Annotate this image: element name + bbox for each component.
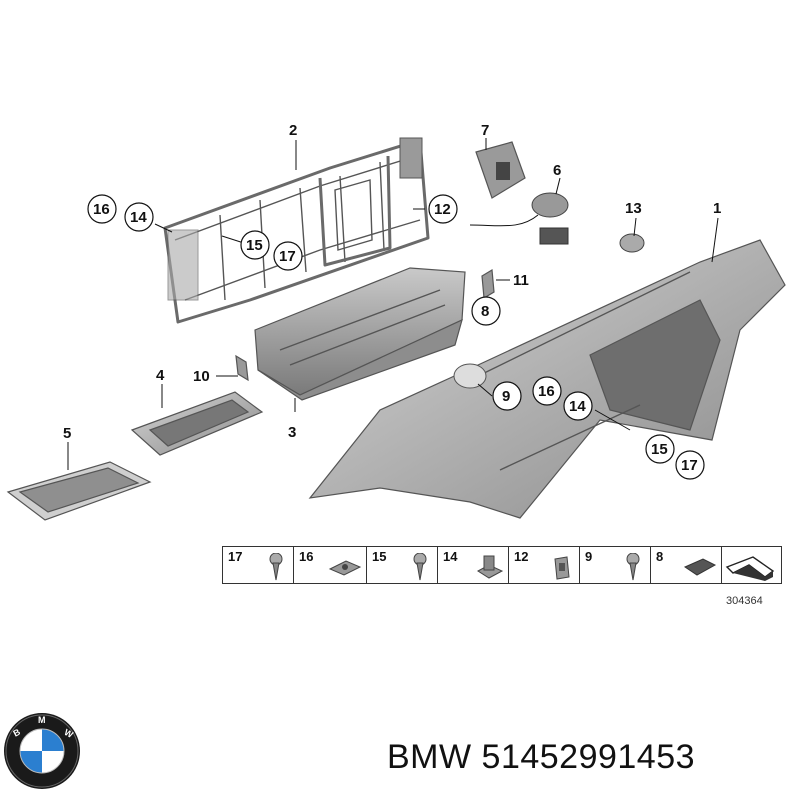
legend-item-8: 8 xyxy=(650,546,722,584)
callout-6: 6 xyxy=(553,162,561,179)
bmw-logo: B M W xyxy=(4,713,80,789)
part-3-housing xyxy=(254,267,466,401)
callout-12: 12 xyxy=(434,201,451,218)
callout-14b: 14 xyxy=(569,398,586,415)
legend-item-12: 12 xyxy=(508,546,580,584)
callout-9: 9 xyxy=(502,388,510,405)
callout-17b: 17 xyxy=(681,457,698,474)
callout-1: 1 xyxy=(713,200,721,217)
diagram-reference-code: 304364 xyxy=(726,595,763,607)
callout-17: 17 xyxy=(279,248,296,265)
legend-item-16: 16 xyxy=(293,546,367,584)
legend-item-14: 14 xyxy=(437,546,509,584)
leader-lines xyxy=(67,138,719,470)
callout-13: 13 xyxy=(625,200,642,217)
part-13-socket xyxy=(619,233,645,253)
legend-item-arrow xyxy=(721,546,782,584)
callout-15: 15 xyxy=(246,237,263,254)
callout-5: 5 xyxy=(63,425,71,442)
legend-item-17: 17 xyxy=(222,546,294,584)
screw-icon xyxy=(626,553,640,581)
callout-15b: 15 xyxy=(651,441,668,458)
part-number-caption: BMW 51452991453 xyxy=(387,738,696,776)
bracket-clip-icon xyxy=(554,556,570,580)
callouts: 2 7 6 13 1 11 10 4 3 5 16 14 15 17 12 8 … xyxy=(63,122,721,480)
part-2-carrier-frame xyxy=(163,137,430,324)
fastener-legend: 17 16 15 14 12 9 8 xyxy=(222,546,782,586)
part-4-tray xyxy=(130,391,264,456)
exploded-parts-diagram: 2 7 6 13 1 11 10 4 3 5 16 14 15 17 12 8 … xyxy=(6,122,786,521)
callout-2: 2 xyxy=(289,122,297,139)
callout-3: 3 xyxy=(288,424,296,441)
expanding-nut-icon xyxy=(477,555,504,579)
callout-14: 14 xyxy=(130,209,147,226)
callout-16: 16 xyxy=(93,201,110,218)
screw-icon xyxy=(269,553,283,581)
svg-text:B: B xyxy=(11,727,22,739)
callout-10: 10 xyxy=(193,368,210,385)
callout-7: 7 xyxy=(481,122,489,139)
screw-icon xyxy=(413,553,427,581)
callout-8: 8 xyxy=(481,303,489,320)
part-10-bracket xyxy=(235,354,249,382)
legend-item-9: 9 xyxy=(579,546,651,584)
foam-pad-icon xyxy=(683,558,717,576)
part-5-mat xyxy=(6,461,152,521)
clip-nut-icon xyxy=(328,560,362,576)
part-11-bracket xyxy=(481,268,495,300)
legend-item-15: 15 xyxy=(366,546,438,584)
part-6-lamp-harness xyxy=(469,192,569,245)
svg-text:M: M xyxy=(38,715,46,725)
callout-4: 4 xyxy=(156,367,165,384)
part-7-switch-cover xyxy=(475,141,526,199)
arrow-panel-icon xyxy=(725,556,775,581)
callout-16b: 16 xyxy=(538,383,555,400)
callout-11: 11 xyxy=(513,272,529,289)
